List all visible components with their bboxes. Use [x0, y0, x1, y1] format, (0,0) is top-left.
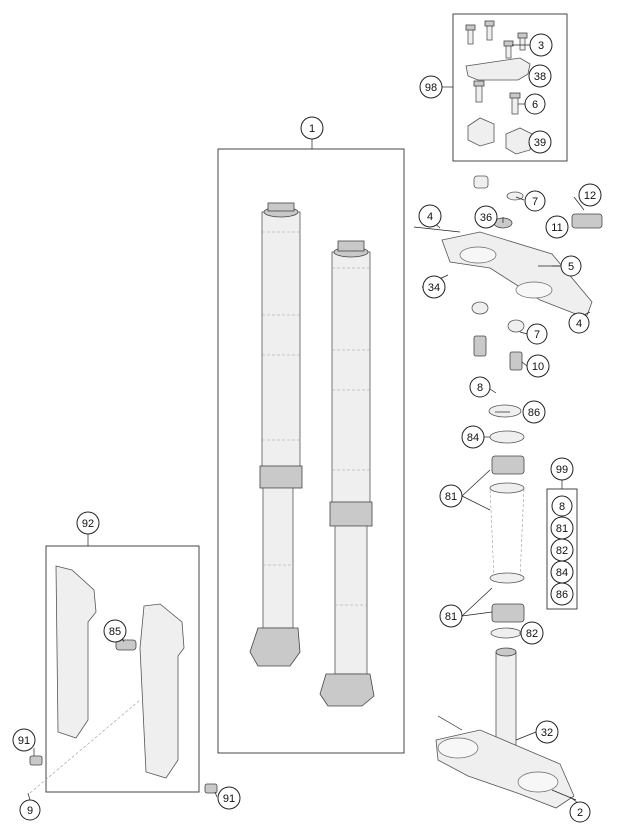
- callout-82-stack: 82: [520, 621, 544, 645]
- callout-5: 5: [560, 255, 582, 277]
- svg-text:6: 6: [532, 99, 538, 111]
- callout-7-upper: 7: [524, 190, 546, 212]
- fork-leg-right: [319, 240, 375, 707]
- svg-text:84: 84: [467, 432, 479, 444]
- callout-84-kit: 84: [550, 560, 574, 584]
- callouts: 1 3 38 98 6 39 12 7 4 36 11 5 34 4 7 10 …: [12, 33, 602, 823]
- svg-text:12: 12: [584, 190, 596, 202]
- svg-text:91: 91: [223, 793, 235, 805]
- svg-text:36: 36: [480, 212, 492, 224]
- lower-triple-clamp: [435, 647, 577, 809]
- callout-84-stack: 84: [461, 425, 485, 449]
- svg-text:81: 81: [445, 491, 457, 503]
- svg-text:32: 32: [541, 727, 553, 739]
- svg-text:7: 7: [532, 196, 538, 208]
- callout-82-kit: 82: [550, 538, 574, 562]
- callout-39: 39: [528, 130, 552, 154]
- fork-assembly-frame: [217, 148, 405, 754]
- callout-91-left: 91: [12, 728, 36, 752]
- callout-9: 9: [19, 799, 41, 821]
- svg-text:34: 34: [428, 282, 440, 294]
- svg-text:39: 39: [534, 137, 546, 149]
- svg-text:82: 82: [526, 628, 538, 640]
- callout-11: 11: [545, 215, 569, 239]
- callout-81-lower: 81: [439, 604, 463, 628]
- svg-text:85: 85: [109, 626, 121, 638]
- svg-text:1: 1: [309, 123, 315, 135]
- callout-3: 3: [529, 33, 553, 57]
- svg-text:91: 91: [18, 735, 30, 747]
- svg-text:84: 84: [556, 567, 568, 579]
- callout-8-kit: 8: [551, 495, 573, 517]
- svg-text:98: 98: [425, 82, 437, 94]
- callout-91-right: 91: [217, 786, 241, 810]
- svg-text:82: 82: [556, 545, 568, 557]
- bolt-91-left: [29, 755, 43, 766]
- callout-32: 32: [535, 720, 559, 744]
- callout-99: 99: [550, 457, 574, 481]
- svg-text:81: 81: [445, 611, 457, 623]
- svg-text:11: 11: [551, 222, 562, 234]
- svg-text:4: 4: [427, 211, 433, 223]
- svg-text:38: 38: [534, 71, 546, 83]
- svg-text:86: 86: [556, 589, 568, 601]
- callout-34: 34: [422, 275, 446, 299]
- svg-text:81: 81: [556, 523, 568, 535]
- callout-12: 12: [578, 183, 602, 207]
- callout-81-kit: 81: [550, 516, 574, 540]
- svg-text:99: 99: [556, 464, 568, 476]
- callout-7-lower: 7: [526, 323, 548, 345]
- svg-text:8: 8: [477, 382, 483, 394]
- svg-text:9: 9: [27, 805, 33, 817]
- callout-2: 2: [569, 801, 591, 823]
- kit-98-frame: [452, 13, 568, 162]
- svg-text:3: 3: [538, 40, 544, 52]
- callout-1: 1: [300, 116, 324, 140]
- callout-92: 92: [76, 511, 100, 535]
- callout-8-stack: 8: [469, 376, 491, 398]
- kit-98-parts: [465, 20, 533, 155]
- callout-86-kit: 86: [550, 582, 574, 606]
- callout-98: 98: [419, 75, 443, 99]
- svg-text:86: 86: [528, 407, 540, 419]
- bearing-stack: [488, 404, 525, 639]
- svg-text:5: 5: [568, 261, 574, 273]
- callout-4-lower: 4: [568, 312, 590, 334]
- callout-86-stack: 86: [522, 400, 546, 424]
- upper-triple-clamp: [413, 175, 603, 371]
- callout-85: 85: [103, 619, 127, 643]
- svg-text:10: 10: [532, 361, 544, 373]
- svg-text:8: 8: [559, 501, 565, 513]
- callout-36: 36: [474, 205, 498, 229]
- callout-6: 6: [524, 93, 546, 115]
- fork-leg-left: [249, 202, 303, 667]
- callout-38: 38: [528, 64, 552, 88]
- svg-text:7: 7: [534, 329, 540, 341]
- fork-protector-frame: [45, 545, 200, 793]
- callout-81-upper: 81: [439, 484, 463, 508]
- svg-text:4: 4: [576, 318, 582, 330]
- fork-protector-parts: [29, 565, 185, 794]
- svg-text:2: 2: [577, 807, 583, 819]
- callout-10: 10: [526, 354, 550, 378]
- svg-text:92: 92: [82, 518, 94, 530]
- callout-4-upper: 4: [418, 204, 442, 228]
- bolt-91-right: [204, 783, 218, 794]
